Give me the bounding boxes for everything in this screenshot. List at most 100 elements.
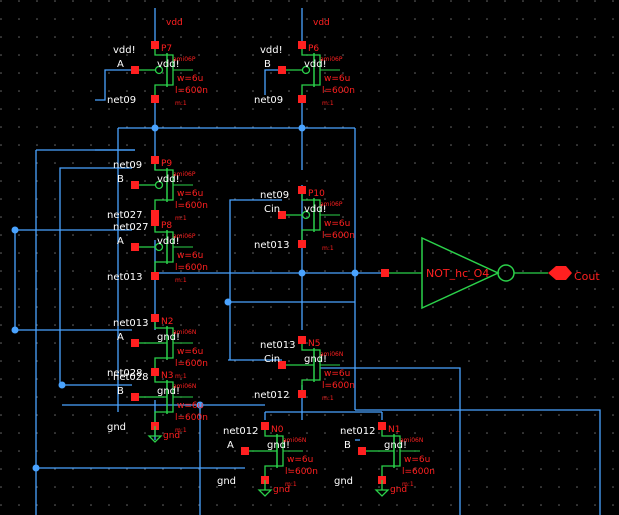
instance-name: P9 bbox=[161, 159, 172, 169]
instance-name: P10 bbox=[308, 189, 325, 199]
terminal-top-label: net09 bbox=[113, 160, 142, 171]
cout-pin-shape[interactable] bbox=[548, 266, 572, 280]
terminal-bottom-label: net027 bbox=[107, 210, 143, 221]
length-param: l=600n bbox=[175, 201, 208, 211]
junction-dot[interactable] bbox=[11, 226, 19, 234]
pin-gate[interactable] bbox=[278, 211, 286, 219]
model-name: ami06N bbox=[173, 383, 196, 390]
pin-drain[interactable] bbox=[151, 218, 159, 226]
pin-drain[interactable] bbox=[151, 368, 159, 376]
bulk-label: vdd! bbox=[304, 59, 327, 70]
junction-dot[interactable] bbox=[351, 269, 359, 277]
ground-symbol bbox=[257, 480, 273, 497]
model-name: ami06N bbox=[400, 437, 423, 444]
wire-cin-feed[interactable] bbox=[229, 199, 282, 360]
pin-gate[interactable] bbox=[131, 181, 139, 189]
width-param: w=6u bbox=[177, 347, 203, 357]
pmos-bubble bbox=[301, 210, 311, 220]
pin-gate[interactable] bbox=[131, 339, 139, 347]
inverter-not-hc-o4[interactable]: NOT_hc_O4 bbox=[381, 236, 548, 310]
pin-source[interactable] bbox=[151, 95, 159, 103]
wire-right-loop-2[interactable] bbox=[320, 367, 461, 515]
instance-name: N2 bbox=[161, 317, 173, 327]
width-param: w=6u bbox=[324, 219, 350, 229]
width-param: w=6u bbox=[177, 251, 203, 261]
terminal-top-label: net013 bbox=[260, 340, 296, 351]
pmos-bubble bbox=[154, 65, 164, 75]
junction-dot[interactable] bbox=[224, 298, 232, 306]
pin-gate[interactable] bbox=[131, 243, 139, 251]
pin-source[interactable] bbox=[151, 210, 159, 218]
pin-drain[interactable] bbox=[378, 422, 386, 430]
pin-drain[interactable] bbox=[151, 41, 159, 49]
junction-dot[interactable] bbox=[151, 124, 159, 132]
pin-drain[interactable] bbox=[298, 41, 306, 49]
wire-right-loop[interactable] bbox=[355, 409, 601, 515]
model-name: ami06N bbox=[283, 437, 306, 444]
multiplier-param: m:1 bbox=[175, 100, 187, 107]
multiplier-param: m:1 bbox=[175, 215, 187, 222]
pin-drain[interactable] bbox=[261, 422, 269, 430]
wire-b-net[interactable] bbox=[59, 167, 132, 385]
cout-pin[interactable]: Cout bbox=[548, 266, 600, 283]
junction-dot[interactable] bbox=[32, 464, 40, 472]
length-param: l=600n bbox=[175, 86, 208, 96]
pin-gate[interactable] bbox=[278, 361, 286, 369]
bulk-label: gnd! bbox=[157, 386, 180, 397]
length-param: l=600n bbox=[175, 359, 208, 369]
junction-dot[interactable] bbox=[58, 381, 66, 389]
pin-source[interactable] bbox=[151, 272, 159, 280]
terminal-top-label: net012 bbox=[223, 426, 259, 437]
multiplier-param: m:1 bbox=[175, 277, 187, 284]
width-param: w=6u bbox=[324, 369, 350, 379]
terminal-bottom-label: net09 bbox=[254, 95, 283, 106]
junction-dot[interactable] bbox=[298, 269, 306, 277]
wire-b-p6-gate[interactable] bbox=[264, 69, 282, 95]
terminal-top-label: vdd! bbox=[113, 45, 136, 56]
pin-source[interactable] bbox=[298, 240, 306, 248]
terminal-top-label: net013 bbox=[113, 318, 149, 329]
pin-drain[interactable] bbox=[151, 314, 159, 322]
inverter-input-pin[interactable] bbox=[381, 269, 389, 277]
pin-gate[interactable] bbox=[241, 447, 249, 455]
bulk-label: vdd! bbox=[157, 174, 180, 185]
wire-a-p7-gate[interactable] bbox=[95, 69, 133, 101]
ground-symbol bbox=[374, 480, 390, 497]
pin-drain[interactable] bbox=[298, 186, 306, 194]
multiplier-param: m:1 bbox=[285, 481, 297, 488]
pin-source[interactable] bbox=[298, 95, 306, 103]
bulk-label: gnd! bbox=[304, 354, 327, 365]
pin-gate[interactable] bbox=[131, 393, 139, 401]
junction-dot[interactable] bbox=[196, 401, 204, 409]
junction-dot[interactable] bbox=[11, 326, 19, 334]
bulk-label: vdd! bbox=[157, 59, 180, 70]
pin-gate[interactable] bbox=[358, 447, 366, 455]
instance-name: N0 bbox=[271, 425, 284, 435]
instance-name: P6 bbox=[308, 44, 319, 54]
pin-source[interactable] bbox=[298, 390, 306, 398]
pmos-bubble bbox=[301, 65, 311, 75]
gate-label: B bbox=[344, 440, 351, 451]
pin-gate[interactable] bbox=[278, 66, 286, 74]
pin-gate[interactable] bbox=[131, 66, 139, 74]
instance-name: P7 bbox=[161, 44, 172, 54]
pin-drain[interactable] bbox=[298, 336, 306, 344]
junction-dot[interactable] bbox=[298, 124, 306, 132]
pin-drain[interactable] bbox=[151, 156, 159, 164]
instance-name: N1 bbox=[388, 425, 400, 435]
model-name: ami06P bbox=[320, 56, 343, 63]
multiplier-param: m:1 bbox=[175, 427, 187, 434]
model-name: ami06P bbox=[173, 233, 196, 240]
